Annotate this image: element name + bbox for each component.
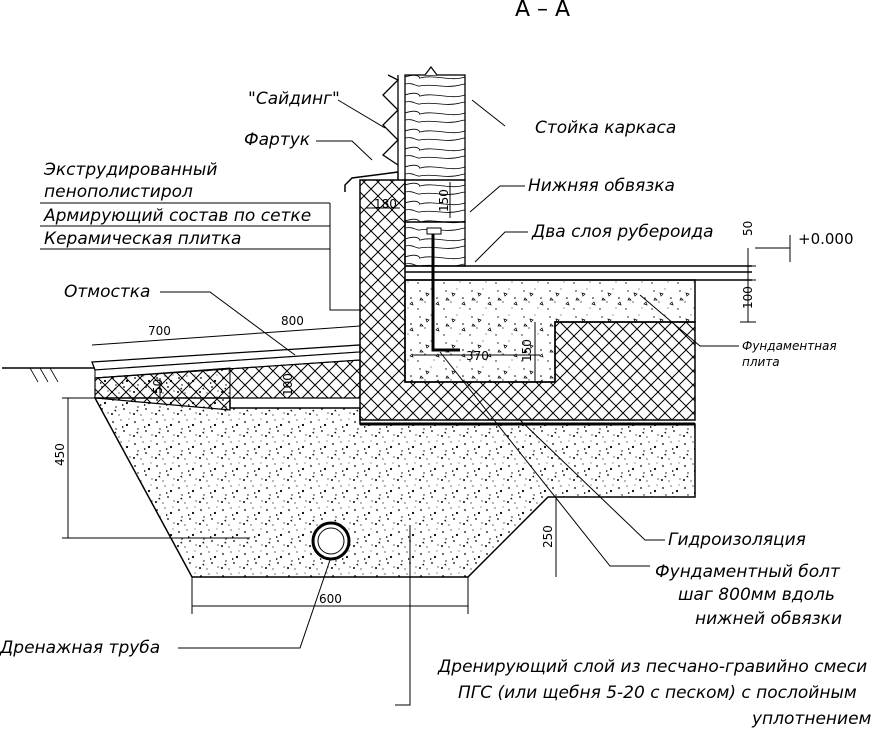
label-slab-2: плита <box>742 355 780 369</box>
blind-area <box>91 344 361 411</box>
dim-800: 800 <box>281 314 304 328</box>
label-drain-pipe: Дренажная труба <box>0 638 160 658</box>
siding <box>381 74 400 172</box>
bottom-plate <box>404 179 466 267</box>
label-roofing: Два слоя рубероида <box>531 222 714 242</box>
label-xps-2: пенополистирол <box>44 182 193 202</box>
dim-450: 450 <box>53 443 67 466</box>
label-reinforcing: Армирующий состав по сетке <box>43 206 311 226</box>
label-xps-1: Экструдированный <box>43 160 217 180</box>
dimension-lines <box>62 182 756 614</box>
dim-100: 100 <box>741 286 755 309</box>
dim-100-left: 100 <box>281 373 295 396</box>
label-level: +0.000 <box>798 230 854 248</box>
ground-line <box>2 367 95 383</box>
dim-50: 50 <box>741 221 755 236</box>
section-title: А – А <box>515 0 570 22</box>
frame-post <box>404 66 466 181</box>
dim-150-mid: 150 <box>520 339 534 362</box>
label-siding: "Сайдинг" <box>248 89 340 109</box>
label-drain-layer-1: Дренирующий слой из песчано-гравийно сме… <box>437 657 867 677</box>
label-slab-1: Фундаментная <box>742 339 837 353</box>
label-apron: Фартук <box>244 130 311 150</box>
label-waterproofing: Гидроизоляция <box>668 530 806 550</box>
label-bolt-1: Фундаментный болт <box>655 562 841 582</box>
dim-50-left: 50 <box>151 379 165 394</box>
label-drain-layer-3: уплотнением <box>751 709 872 729</box>
label-blind-area: Отмостка <box>64 282 150 302</box>
drain-pipe <box>311 521 351 561</box>
leader-lines <box>40 99 791 706</box>
dim-250: 250 <box>541 525 555 548</box>
label-frame-post: Стойка каркаса <box>535 118 676 138</box>
apron <box>344 171 399 192</box>
label-drain-layer-2: ПГС (или щебня 5-20 с песком) с послойны… <box>458 683 857 703</box>
label-ceramic: Керамическая плитка <box>44 229 241 249</box>
label-bolt-2: шаг 800мм вдоль <box>678 585 835 605</box>
label-bolt-3: нижней обвязки <box>695 609 842 629</box>
dim-150-top: 150 <box>437 189 451 212</box>
dim-180: 180 <box>374 197 397 211</box>
dim-370: 370 <box>466 349 489 363</box>
label-bottom-plate: Нижняя обвязка <box>528 176 675 196</box>
dim-600: 600 <box>319 592 342 606</box>
dim-700: 700 <box>148 324 171 338</box>
foundation-bolt <box>426 227 460 352</box>
